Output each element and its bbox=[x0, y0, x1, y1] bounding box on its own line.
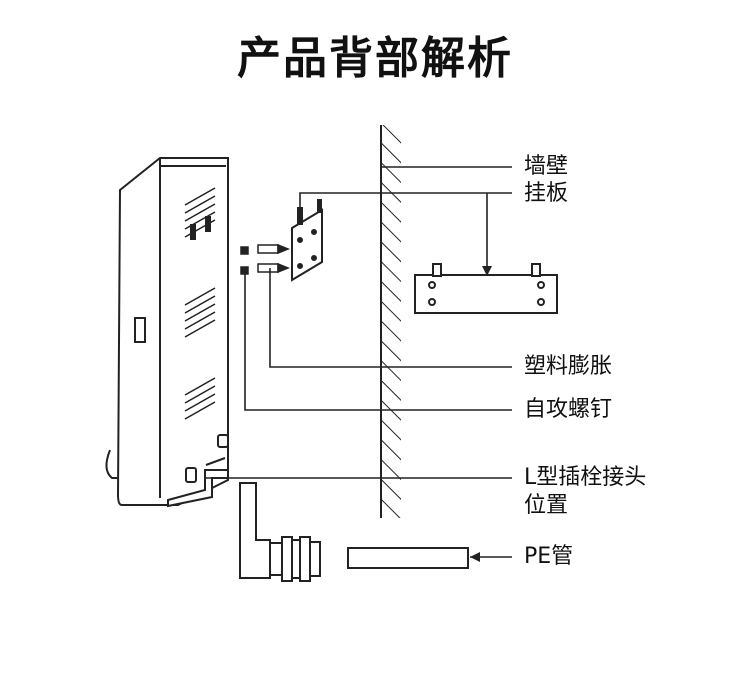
label-l-plug-line2: 位置 bbox=[524, 493, 569, 518]
plate-arrow-icon bbox=[482, 266, 492, 276]
label-screw: 自攻螺钉 bbox=[524, 397, 613, 422]
label-wall: 墙壁 bbox=[524, 154, 569, 179]
label-pe-pipe: PE管 bbox=[524, 544, 574, 569]
hanging-plate bbox=[291, 199, 323, 282]
leader-lines bbox=[205, 166, 512, 558]
screws-and-plugs bbox=[240, 243, 291, 275]
wall bbox=[380, 125, 401, 518]
page-title: 产品背部解析 bbox=[237, 33, 513, 84]
l-plug-connector bbox=[239, 482, 321, 582]
side-vents bbox=[184, 187, 216, 420]
label-expansion-plug: 塑料膨胀 bbox=[524, 354, 613, 379]
label-l-plug-line1: L型插栓接头 bbox=[524, 465, 647, 490]
pipe-arrow-icon bbox=[470, 552, 480, 562]
device-body bbox=[105, 157, 229, 508]
hanging-plate-front bbox=[414, 263, 558, 314]
pe-pipe bbox=[347, 547, 469, 569]
label-hanging-plate: 挂板 bbox=[524, 181, 569, 206]
